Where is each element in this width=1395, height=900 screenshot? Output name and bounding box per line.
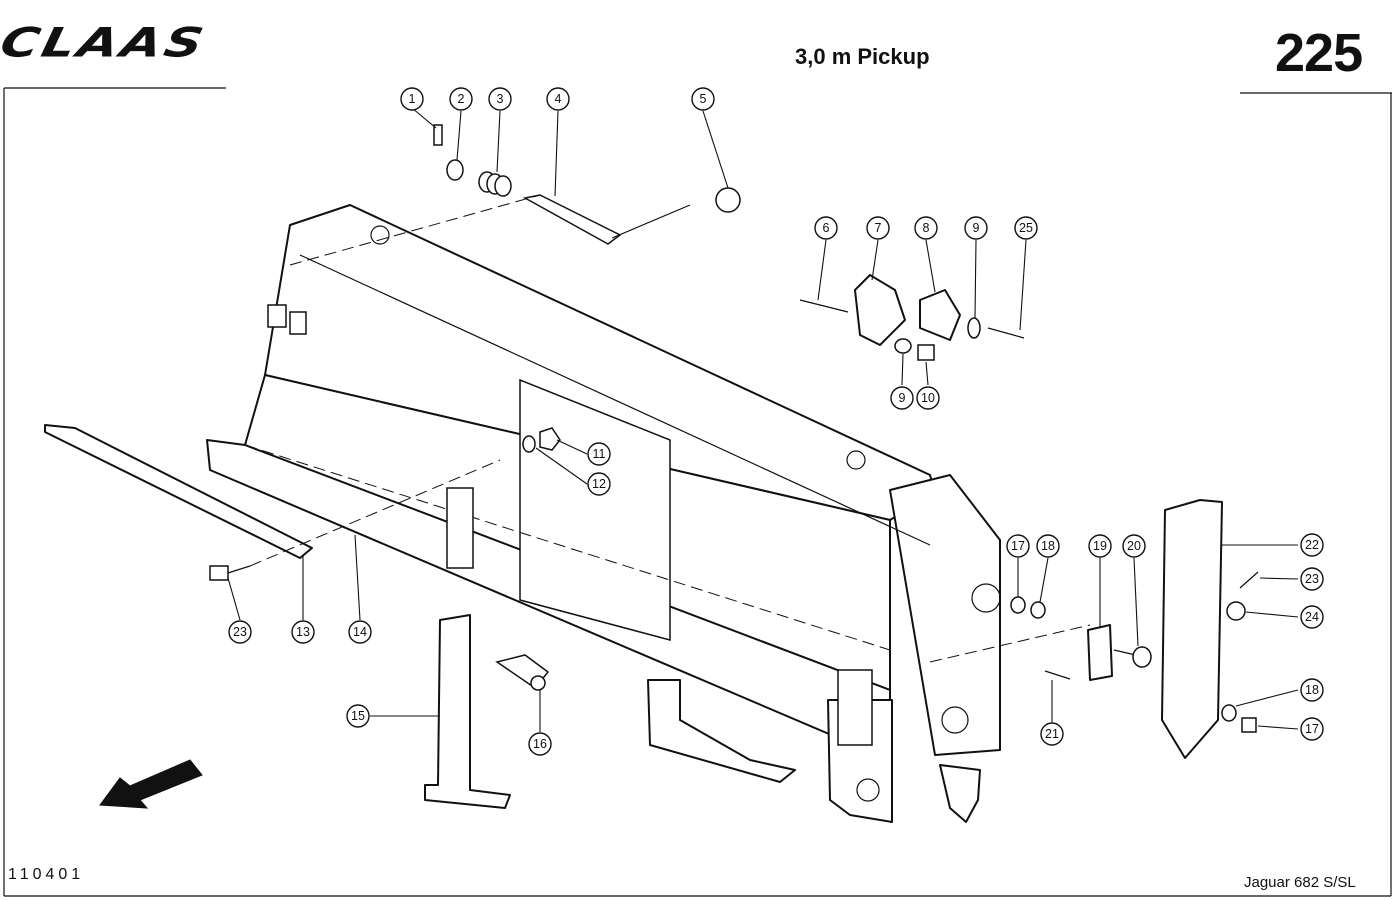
svg-text:24: 24 bbox=[1305, 610, 1319, 624]
callout-20: 20 bbox=[1122, 534, 1146, 558]
brand-logo: CLAAS bbox=[0, 20, 211, 67]
callout-19: 19 bbox=[1088, 534, 1112, 558]
svg-text:19: 19 bbox=[1093, 539, 1107, 553]
callout-16: 16 bbox=[528, 732, 552, 756]
callout-17-top: 17 bbox=[1006, 534, 1030, 558]
svg-text:4: 4 bbox=[555, 92, 562, 106]
svg-text:8: 8 bbox=[923, 221, 930, 235]
support-stand bbox=[424, 487, 550, 809]
page-number: 225 bbox=[1275, 23, 1363, 83]
svg-text:14: 14 bbox=[353, 625, 367, 639]
side-plate-assembly bbox=[929, 499, 1259, 759]
svg-text:18: 18 bbox=[1041, 539, 1055, 553]
svg-text:9: 9 bbox=[899, 391, 906, 405]
callout-9-bottom: 9 bbox=[890, 386, 914, 410]
callout-21: 21 bbox=[1040, 722, 1064, 746]
callout-13: 13 bbox=[291, 620, 315, 644]
callout-3: 3 bbox=[488, 87, 512, 111]
machine-model: Jaguar 682 S/SL bbox=[1244, 874, 1356, 891]
svg-text:5: 5 bbox=[700, 92, 707, 106]
callout-18-top: 18 bbox=[1036, 534, 1060, 558]
bracket-assembly bbox=[799, 274, 1025, 361]
callout-12: 12 bbox=[587, 472, 611, 496]
callout-10: 10 bbox=[916, 386, 940, 410]
pin-assembly bbox=[267, 124, 741, 335]
svg-text:15: 15 bbox=[351, 709, 365, 723]
svg-text:23: 23 bbox=[1305, 572, 1319, 586]
svg-text:17: 17 bbox=[1011, 539, 1025, 553]
svg-text:25: 25 bbox=[1019, 221, 1033, 235]
deflector-strip bbox=[44, 424, 313, 559]
callout-6: 6 bbox=[814, 216, 838, 240]
svg-text:20: 20 bbox=[1127, 539, 1141, 553]
svg-text:13: 13 bbox=[296, 625, 310, 639]
svg-text:22: 22 bbox=[1305, 538, 1319, 552]
svg-text:7: 7 bbox=[875, 221, 882, 235]
callout-11: 11 bbox=[587, 442, 611, 466]
svg-text:16: 16 bbox=[533, 737, 547, 751]
page-frame bbox=[3, 87, 1392, 897]
callout-5: 5 bbox=[691, 87, 715, 111]
svg-text:3: 3 bbox=[497, 92, 504, 106]
svg-text:11: 11 bbox=[593, 447, 606, 461]
callout-4: 4 bbox=[546, 87, 570, 111]
callout-15: 15 bbox=[346, 704, 370, 728]
callout-22: 22 bbox=[1300, 533, 1324, 557]
callout-9-top: 9 bbox=[964, 216, 988, 240]
svg-text:21: 21 bbox=[1045, 727, 1059, 741]
callout-18-bottom: 18 bbox=[1300, 678, 1324, 702]
callout-24: 24 bbox=[1300, 605, 1324, 629]
svg-text:23: 23 bbox=[233, 625, 247, 639]
callout-2: 2 bbox=[449, 87, 473, 111]
callout-8: 8 bbox=[914, 216, 938, 240]
svg-text:6: 6 bbox=[823, 221, 830, 235]
svg-text:10: 10 bbox=[921, 391, 935, 405]
svg-text:2: 2 bbox=[458, 92, 465, 106]
fasteners-left bbox=[209, 427, 561, 581]
pickup-frame-beam bbox=[206, 204, 1001, 823]
callout-17-bottom: 17 bbox=[1300, 717, 1324, 741]
callout-23-left: 23 bbox=[228, 620, 252, 644]
document-number: 110401 bbox=[8, 866, 85, 883]
svg-text:9: 9 bbox=[973, 221, 980, 235]
svg-text:17: 17 bbox=[1305, 722, 1319, 736]
callout-14: 14 bbox=[348, 620, 372, 644]
callout-1: 1 bbox=[400, 87, 424, 111]
svg-text:12: 12 bbox=[592, 477, 606, 491]
callout-25: 25 bbox=[1014, 216, 1038, 240]
svg-text:18: 18 bbox=[1305, 683, 1319, 697]
callout-23-right: 23 bbox=[1300, 567, 1324, 591]
leader-lines bbox=[227, 107, 1299, 732]
page-title: 3,0 m Pickup bbox=[795, 44, 930, 69]
svg-text:1: 1 bbox=[409, 92, 416, 106]
direction-arrow-icon bbox=[99, 759, 203, 809]
callout-7: 7 bbox=[866, 216, 890, 240]
